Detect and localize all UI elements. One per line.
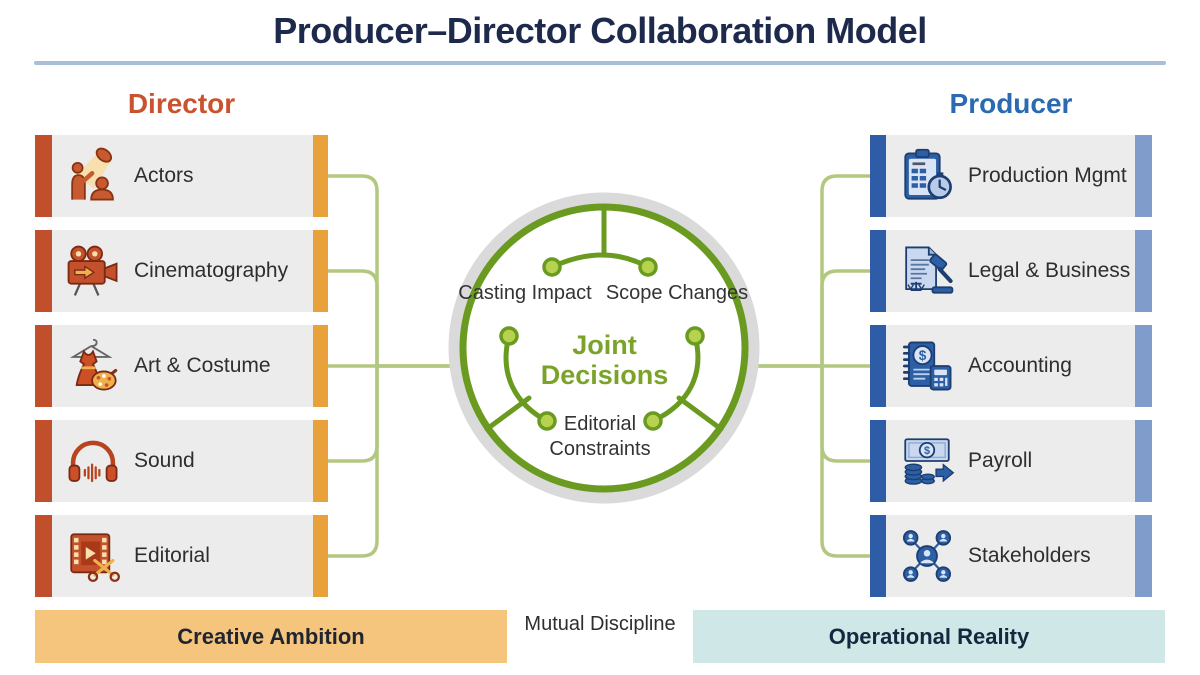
creative-ambition-bar: Creative Ambition (35, 610, 507, 663)
page-title: Producer–Director Collaboration Model (273, 10, 927, 51)
director-item-actors: Actors (35, 135, 328, 217)
producer-item-legal-business: Legal & Business (870, 230, 1152, 312)
item-label: Art & Costume (134, 353, 271, 377)
editorial-icon (64, 527, 122, 585)
item-label: Actors (134, 163, 194, 187)
operational-reality-label: Operational Reality (828, 623, 1030, 649)
producer-heading: Producer (949, 88, 1073, 119)
director-item-sound: Sound (35, 420, 328, 502)
joint-decisions-circle (448, 192, 760, 504)
art-costume-icon (64, 337, 122, 395)
title-divider (34, 61, 1166, 65)
director-heading: Director (127, 88, 236, 119)
item-label: Legal & Business (968, 258, 1131, 282)
stakeholders-icon (898, 527, 956, 585)
item-label: Editorial (134, 543, 210, 567)
joint-node-scope-changes: Scope Changes (605, 282, 749, 304)
mutual-discipline-label: Mutual Discipline (524, 613, 676, 635)
producer-item-stakeholders: Stakeholders (870, 515, 1152, 597)
producer-item-production-mgmt: Production Mgmt (870, 135, 1152, 217)
item-label: Accounting (968, 353, 1072, 377)
sound-icon (64, 432, 122, 490)
accounting-icon: $ (898, 337, 956, 395)
item-label: Sound (134, 448, 195, 472)
creative-ambition-label: Creative Ambition (177, 623, 365, 649)
producer-item-accounting: $ Accounting (870, 325, 1152, 407)
item-label: Stakeholders (968, 543, 1091, 567)
production-mgmt-icon (898, 147, 956, 205)
legal-business-icon (898, 242, 956, 300)
actors-icon (64, 147, 122, 205)
director-item-editorial: Editorial (35, 515, 328, 597)
item-label: Production Mgmt (968, 163, 1127, 187)
item-label: Payroll (968, 448, 1033, 472)
svg-text:$: $ (919, 348, 927, 363)
item-label: Cinematography (134, 258, 289, 282)
cinematography-icon (64, 242, 122, 300)
producer-item-payroll: $ Payroll (870, 420, 1152, 502)
director-item-cinematography: Cinematography (35, 230, 328, 312)
operational-reality-bar: Operational Reality (693, 610, 1165, 663)
joint-node-editorial-constraints: Editorial Constraints (549, 413, 651, 460)
director-item-art-costume: Art & Costume (35, 325, 328, 407)
svg-text:$: $ (924, 445, 930, 457)
joint-node-casting-impact: Casting Impact (458, 282, 592, 304)
payroll-icon: $ (898, 432, 956, 490)
joint-decisions-title: Joint Decisions (540, 330, 669, 391)
